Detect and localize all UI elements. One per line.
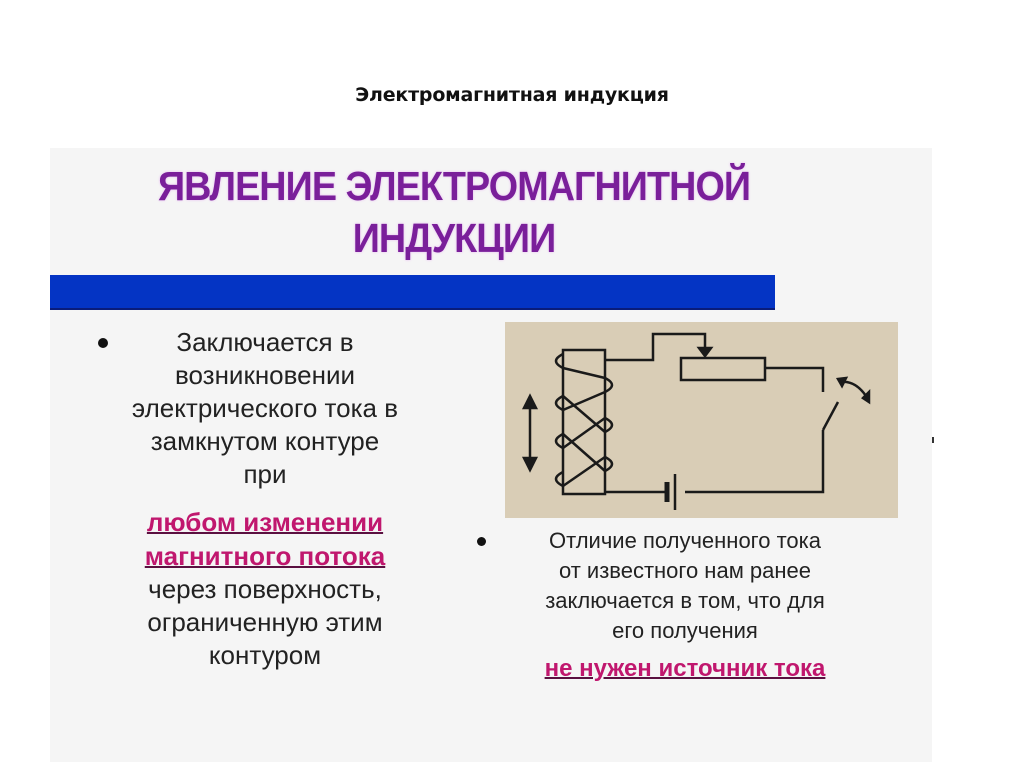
bullet-line-0: Отличие полученного тока xyxy=(465,526,905,556)
slide-heading-line-1: ЯВЛЕНИЕ ЭЛЕКТРОМАГНИТНОЙ xyxy=(157,163,751,209)
definition-line: возникновении xyxy=(174,360,356,390)
definition-bullet: Заключается в возникновении электрическо… xyxy=(80,326,450,672)
bullet-line-0: Заключается в xyxy=(80,326,450,359)
difference-line: от известного нам ранее xyxy=(558,558,812,583)
page-title: Электромагнитная индукция xyxy=(355,84,669,106)
slide-heading: ЯВЛЕНИЕ ЭЛЕКТРОМАГНИТНОЙ ИНДУКЦИИ xyxy=(82,160,825,264)
definition-line: электрического тока в xyxy=(131,393,399,423)
definition-line: замкнутом контуре xyxy=(150,426,380,456)
difference-highlight: не нужен источник тока xyxy=(544,655,826,682)
definition-line: через поверхность, xyxy=(148,574,382,604)
difference-line: заключается в том, что для xyxy=(545,588,825,613)
iron-core xyxy=(561,348,607,496)
definition-line: контуром xyxy=(208,640,322,670)
definition-line: ограниченную этим xyxy=(147,607,383,637)
circuit-diagram-icon xyxy=(521,332,871,510)
definition-line: при xyxy=(243,459,287,489)
highlight-line: магнитного потока xyxy=(144,541,386,571)
heading-divider-bar xyxy=(50,275,775,310)
highlight-line: любом изменении xyxy=(146,507,384,537)
difference-bullet: Отличие полученного тока от известного н… xyxy=(465,526,905,686)
definition-line: Заключается в xyxy=(176,327,354,357)
edge-mark xyxy=(932,437,934,443)
definition-highlight: любом изменении магнитного потока xyxy=(80,505,450,573)
bullet-dot-icon xyxy=(98,338,108,348)
difference-line: Отличие полученного тока xyxy=(549,528,821,553)
slide-heading-line-2: ИНДУКЦИИ xyxy=(352,215,557,261)
bullet-dot-icon xyxy=(477,537,486,546)
difference-line: его получения xyxy=(612,618,758,643)
slide-image: ЯВЛЕНИЕ ЭЛЕКТРОМАГНИТНОЙ ИНДУКЦИИ Заключ… xyxy=(50,148,932,762)
circuit-diagram xyxy=(505,322,898,518)
